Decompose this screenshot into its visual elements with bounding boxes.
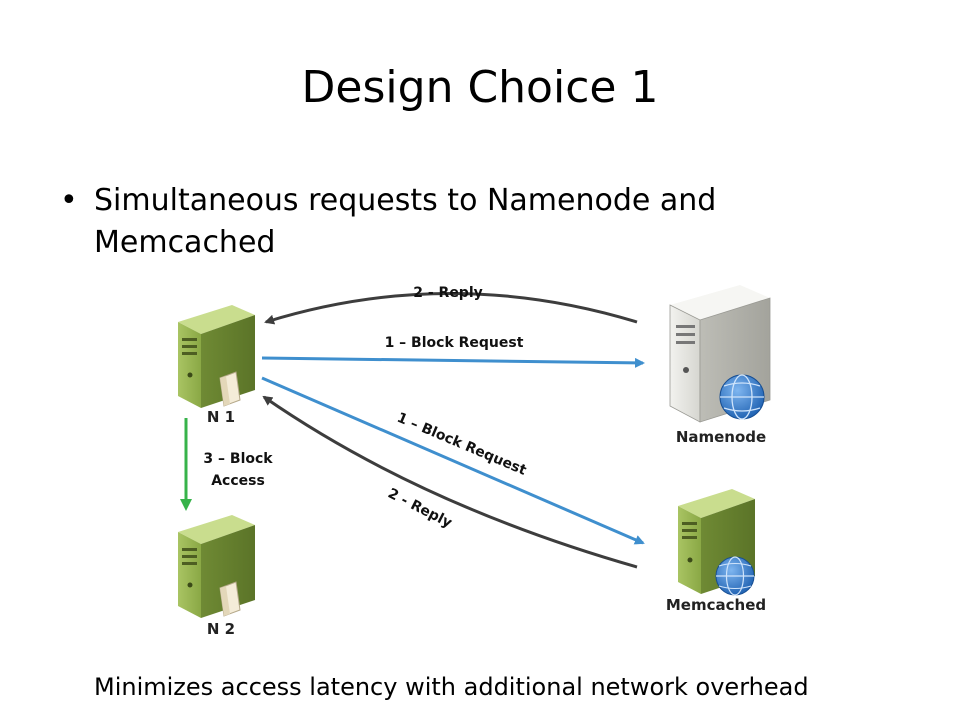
request-diag-arrow: [261, 376, 645, 545]
n1-label: N 1: [207, 408, 235, 426]
bullet-dot: •: [60, 183, 78, 218]
footer-text: Minimizes access latency with additional…: [94, 673, 809, 701]
n2-server-icon: [178, 515, 255, 618]
n2-label: N 2: [207, 620, 235, 638]
slide-title: Design Choice 1: [301, 62, 659, 113]
memcached-label: Memcached: [666, 596, 766, 614]
reply-diag-label: 2 - Reply: [385, 486, 454, 532]
reply-top-arrow: [264, 292, 638, 325]
block-access-label-1: 3 – Block: [203, 451, 273, 467]
request-top-arrow: [261, 356, 645, 368]
bullet-item: • Simultaneous requests to Namenode and …: [60, 180, 874, 264]
namenode-label: Namenode: [676, 428, 766, 446]
memcached-server-icon: [678, 489, 755, 596]
block-access-label-2: Access: [211, 473, 265, 489]
reply-top-label: 2 - Reply: [413, 285, 483, 301]
n1-server-icon: [178, 305, 255, 408]
bullet-text: Simultaneous requests to Namenode and Me…: [94, 183, 717, 260]
reply-diag-arrow: [262, 395, 638, 569]
request-top-label: 1 – Block Request: [385, 335, 524, 351]
namenode-server-icon: [669, 285, 771, 423]
